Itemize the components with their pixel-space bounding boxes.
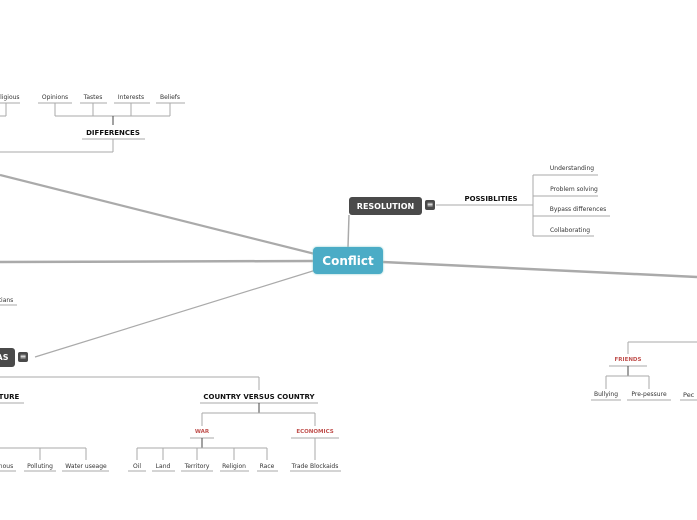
- node-economics[interactable]: ECONOMICS: [296, 429, 334, 435]
- notes-menu-icon[interactable]: ≡: [18, 352, 28, 362]
- node-trade-blockaids[interactable]: Trade Blockaids: [291, 463, 339, 470]
- node-peer[interactable]: Pec: [683, 391, 695, 399]
- node-understanding[interactable]: Understanding: [549, 165, 595, 172]
- node-areas[interactable]: AS: [0, 348, 15, 367]
- node-country-versus-country[interactable]: COUNTRY VERSUS COUNTRY: [203, 393, 315, 401]
- node-tastes[interactable]: Tastes: [83, 94, 103, 101]
- node-religion[interactable]: Religion: [222, 463, 246, 470]
- node-friends[interactable]: FRIENDS: [614, 357, 642, 363]
- node-bypass-differences[interactable]: Bypass differences: [549, 206, 607, 213]
- node-collaborating[interactable]: Collaborating: [549, 227, 591, 234]
- node-oil[interactable]: Oil: [132, 463, 142, 470]
- node-bullying[interactable]: Bullying: [593, 391, 619, 398]
- node-interests[interactable]: Interests: [117, 94, 145, 101]
- node-opinions[interactable]: Opinions: [41, 94, 69, 101]
- notes-menu-icon[interactable]: ≡: [425, 200, 435, 210]
- node-pre-pessure[interactable]: Pre-pessure: [631, 391, 667, 398]
- node-poisonous[interactable]: nous: [0, 463, 14, 470]
- node-polluting[interactable]: Polluting: [27, 463, 53, 470]
- node-water-useage[interactable]: Water useage: [65, 463, 107, 470]
- node-territory[interactable]: Territory: [184, 463, 210, 470]
- node-christians[interactable]: tians: [0, 297, 14, 304]
- node-land[interactable]: Land: [155, 463, 171, 470]
- node-race[interactable]: Race: [259, 463, 275, 470]
- node-beliefs[interactable]: Beliefs: [159, 94, 181, 101]
- node-resolution[interactable]: RESOLUTION: [349, 197, 422, 215]
- node-religious[interactable]: eligious: [0, 94, 20, 101]
- central-topic-conflict[interactable]: Conflict: [313, 247, 383, 274]
- node-problem-solving[interactable]: Problem solving: [550, 186, 598, 193]
- node-possibilities[interactable]: POSSIBLITIES: [464, 195, 518, 203]
- node-differences[interactable]: DIFFERENCES: [86, 129, 140, 137]
- node-nature[interactable]: TURE: [0, 393, 20, 401]
- node-war[interactable]: WAR: [194, 429, 210, 435]
